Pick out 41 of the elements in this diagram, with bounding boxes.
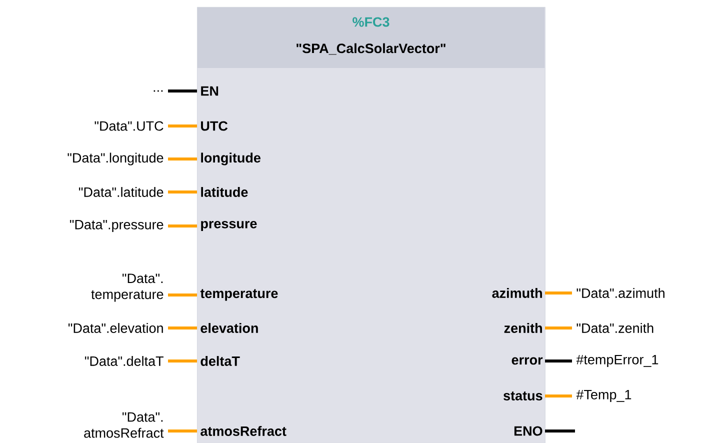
operand-label: "Data".azimuth <box>576 288 664 298</box>
pin-label: UTC <box>201 121 228 131</box>
pin-label: temperature <box>200 289 278 301</box>
pin-label: elevation <box>200 323 258 333</box>
wire <box>545 394 572 398</box>
operand-label: "Data".UTC <box>94 121 164 131</box>
operand-label: "Data".elevation <box>68 323 163 333</box>
wire <box>168 224 197 228</box>
pin-label: pressure <box>201 220 257 232</box>
operand-label: #tempError_1 <box>576 354 658 368</box>
pin-label: ENO <box>514 426 542 436</box>
wire <box>168 430 197 432</box>
operand-label: "Data". temperature <box>91 274 164 302</box>
operand-label: ... <box>154 90 163 92</box>
operand-label: "Data".latitude <box>79 187 164 197</box>
operand-label: "Data".pressure <box>70 220 164 232</box>
pin-label: deltaT <box>200 356 240 366</box>
pin-label: EN <box>201 86 218 96</box>
pin-label: azimuth <box>492 288 542 298</box>
pin-label: status <box>504 392 542 400</box>
wire <box>168 90 197 92</box>
wire <box>545 360 572 362</box>
wire <box>168 326 197 330</box>
wire <box>168 294 197 296</box>
operand-label: "Data". atmosRefract <box>84 412 164 438</box>
operand-label: "Data".deltaT <box>85 356 164 366</box>
operand-label: "Data".longitude <box>68 152 164 166</box>
wire <box>168 360 197 362</box>
pin-label: error <box>512 357 543 365</box>
wire <box>168 158 197 160</box>
wire <box>168 190 197 194</box>
pin-label: zenith <box>504 323 542 333</box>
wire <box>168 124 197 128</box>
wire <box>545 430 575 432</box>
operand-label: #Temp_1 <box>576 390 632 402</box>
wire <box>545 326 572 330</box>
pin-label: longitude <box>201 152 260 166</box>
pin-label: atmosRefract <box>200 426 286 436</box>
pin-label: latitude <box>201 187 248 197</box>
wire <box>545 292 572 294</box>
operand-label: "Data".zenith <box>576 323 654 333</box>
